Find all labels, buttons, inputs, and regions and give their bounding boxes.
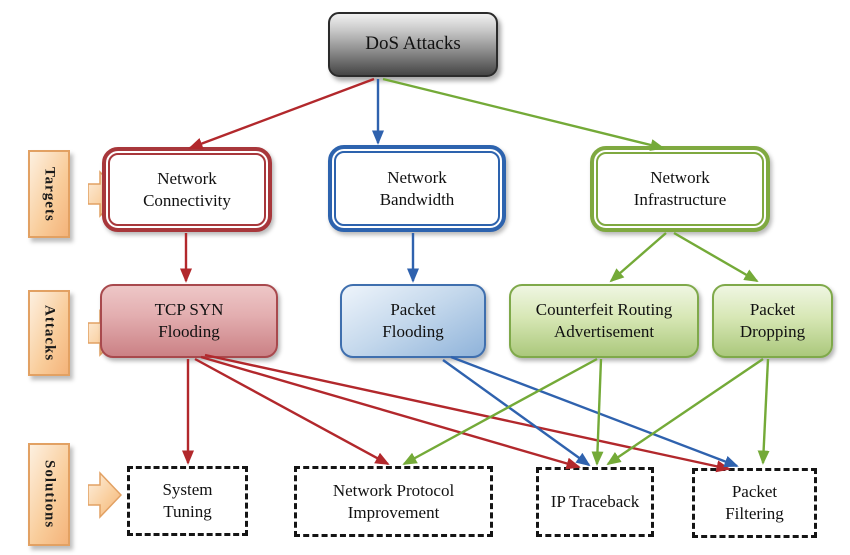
node-network-protocol-improvement-label: Network Protocol Improvement <box>332 480 455 522</box>
connector-dos-attacks--network-connectivity <box>188 77 375 150</box>
row-label-attacks: Attacks <box>28 290 122 376</box>
node-network-bandwidth-label: Network Bandwidth <box>379 167 455 209</box>
connector-network-infrastructure--counterfeit-routing-advertisement <box>609 232 667 283</box>
node-tcp-syn-flooding: TCP SYN Flooding <box>100 284 278 358</box>
node-network-bandwidth: Network Bandwidth <box>328 145 506 232</box>
node-packet-flooding-label: Packet Flooding <box>382 300 444 341</box>
node-network-protocol-improvement: Network Protocol Improvement <box>294 466 493 537</box>
node-ip-traceback-label: IP Traceback <box>550 492 640 512</box>
connector-tcp-syn-flooding--network-protocol-improvement <box>194 357 390 466</box>
node-packet-dropping: Packet Dropping <box>712 284 833 358</box>
node-tcp-syn-flooding-label: TCP SYN Flooding <box>154 300 224 341</box>
row-label-solutions: Solutions <box>28 443 122 546</box>
node-system-tuning: System Tuning <box>127 466 248 536</box>
connector-tcp-syn-flooding--ip-traceback <box>200 355 581 470</box>
connector-packet-dropping--ip-traceback <box>606 358 764 466</box>
node-packet-filtering: Packet Filtering <box>692 468 817 538</box>
connector-packet-flooding--packet-filtering <box>450 355 739 468</box>
node-network-infrastructure-label: Network Infrastructure <box>633 168 727 209</box>
node-network-connectivity: Network Connectivity <box>102 147 272 232</box>
node-system-tuning-label: System Tuning <box>162 480 213 521</box>
row-label-targets-body: Targets <box>28 150 70 238</box>
row-label-targets-text: Targets <box>41 166 58 222</box>
connector-counterfeit-routing-advertisement--ip-traceback <box>591 358 604 466</box>
connector-dos-attacks--network-infrastructure <box>382 77 665 151</box>
connector-packet-dropping--packet-filtering <box>757 358 770 465</box>
node-network-infrastructure: Network Infrastructure <box>590 146 770 232</box>
row-label-solutions-body: Solutions <box>28 443 70 546</box>
node-counterfeit-routing-advertisement-label: Counterfeit Routing Advertisement <box>535 300 673 341</box>
row-label-targets: Targets <box>28 150 122 238</box>
connector-tcp-syn-flooding--packet-filtering <box>204 353 731 473</box>
node-ip-traceback: IP Traceback <box>536 467 654 537</box>
node-dos-attacks: DoS Attacks <box>328 12 498 77</box>
right-block-arrow-icon <box>88 470 122 519</box>
row-label-attacks-body: Attacks <box>28 290 70 376</box>
node-packet-filtering-label: Packet Filtering <box>725 482 784 523</box>
node-network-connectivity-label: Network Connectivity <box>143 168 231 210</box>
row-label-attacks-text: Attacks <box>41 304 58 362</box>
connector-counterfeit-routing-advertisement--network-protocol-improvement <box>402 357 598 466</box>
node-dos-attacks-label: DoS Attacks <box>365 33 461 55</box>
node-packet-flooding: Packet Flooding <box>340 284 486 358</box>
node-counterfeit-routing-advertisement: Counterfeit Routing Advertisement <box>509 284 699 358</box>
connector-packet-flooding--ip-traceback <box>442 359 591 467</box>
connector-network-infrastructure--packet-dropping <box>673 231 759 283</box>
row-label-solutions-text: Solutions <box>41 460 58 529</box>
node-packet-dropping-label: Packet Dropping <box>739 300 806 341</box>
